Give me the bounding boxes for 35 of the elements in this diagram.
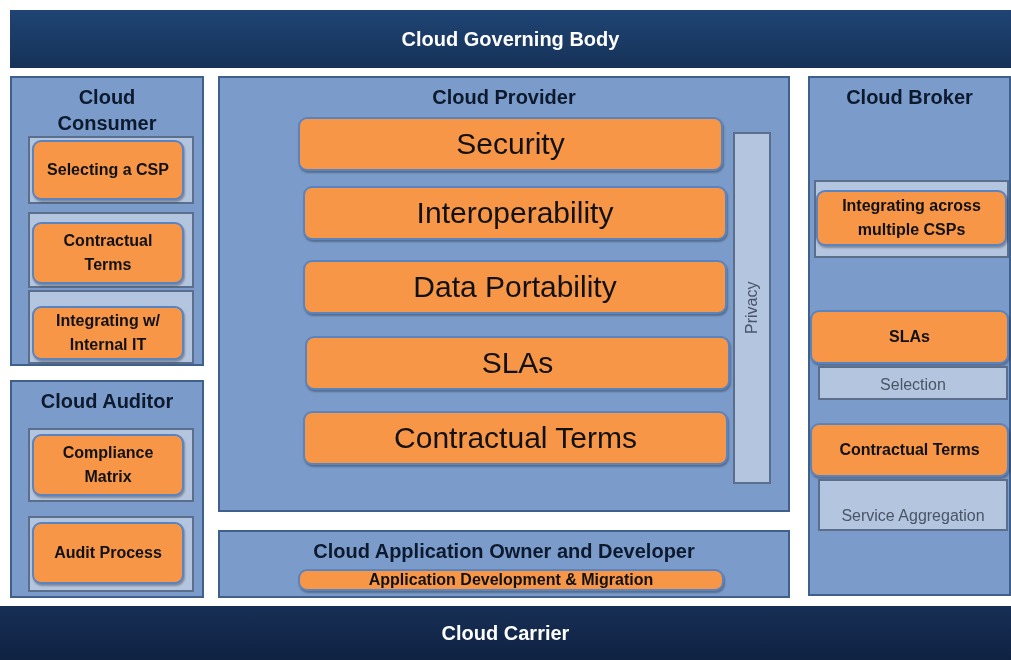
role-panel <box>218 76 790 512</box>
component-box <box>28 136 194 204</box>
topic-banner: Integrating w/ Internal IT <box>32 306 184 360</box>
topic-banner: Compliance Matrix <box>32 434 184 496</box>
topic-banner: Integrating across multiple CSPs <box>816 190 1007 246</box>
topic-banner: SLAs <box>810 310 1009 364</box>
component-box <box>28 428 194 502</box>
footer-band: Cloud Carrier <box>0 606 1011 660</box>
topic-banner: Selecting a CSP <box>32 140 184 200</box>
role-panel <box>10 380 204 598</box>
panel-title: Cloud Provider <box>432 85 576 110</box>
component-box: Service Aggregation <box>818 479 1008 531</box>
component-box <box>28 516 194 592</box>
topic-banner: Security <box>298 117 723 171</box>
topic-banner: Interoperability <box>303 186 727 240</box>
component-box <box>814 180 1009 258</box>
topic-banner: Application Development & Migration <box>298 569 724 591</box>
topic-banner: Data Portability <box>303 260 727 314</box>
header-band: Cloud Governing Body <box>10 10 1011 68</box>
component-box: Selection <box>818 366 1008 400</box>
role-panel <box>808 76 1011 596</box>
component-box <box>28 290 194 364</box>
panel-title: Cloud Broker <box>846 85 973 110</box>
panel-title: Cloud Auditor <box>40 389 174 414</box>
panel-title: Cloud Consumer <box>56 85 158 136</box>
topic-banner: Contractual Terms <box>303 411 728 465</box>
topic-banner: SLAs <box>305 336 730 390</box>
panel-title: Cloud Application Owner and Developer <box>313 539 695 564</box>
topic-banner: Contractual Terms <box>32 222 184 284</box>
topic-banner: Contractual Terms <box>810 423 1009 477</box>
role-panel <box>218 530 790 598</box>
component-box: Privacy <box>733 132 771 484</box>
topic-banner: Audit Process <box>32 522 184 584</box>
component-box <box>28 212 194 288</box>
role-panel <box>10 76 204 366</box>
